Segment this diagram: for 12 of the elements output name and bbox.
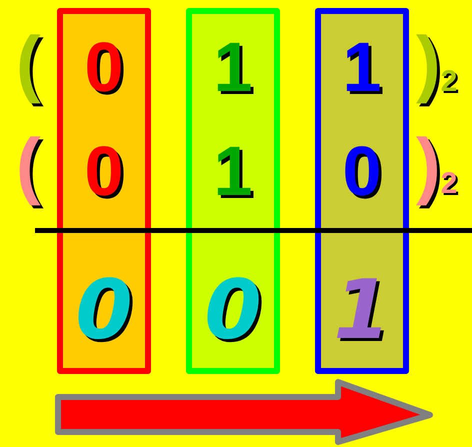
binary-digit: 1	[212, 32, 254, 102]
binary-digit: 0	[74, 270, 134, 352]
binary-digit: 0	[342, 136, 382, 206]
binary-digit: 0	[84, 136, 124, 206]
column-box	[57, 8, 151, 374]
binary-digit: 0	[84, 32, 124, 102]
column-box	[186, 8, 280, 374]
binary-digit: 1	[342, 32, 382, 102]
column-box	[315, 8, 409, 374]
binary-digit: 0	[203, 270, 263, 352]
binary-digit: 1	[332, 270, 392, 352]
binary-digit: 1	[212, 136, 254, 206]
